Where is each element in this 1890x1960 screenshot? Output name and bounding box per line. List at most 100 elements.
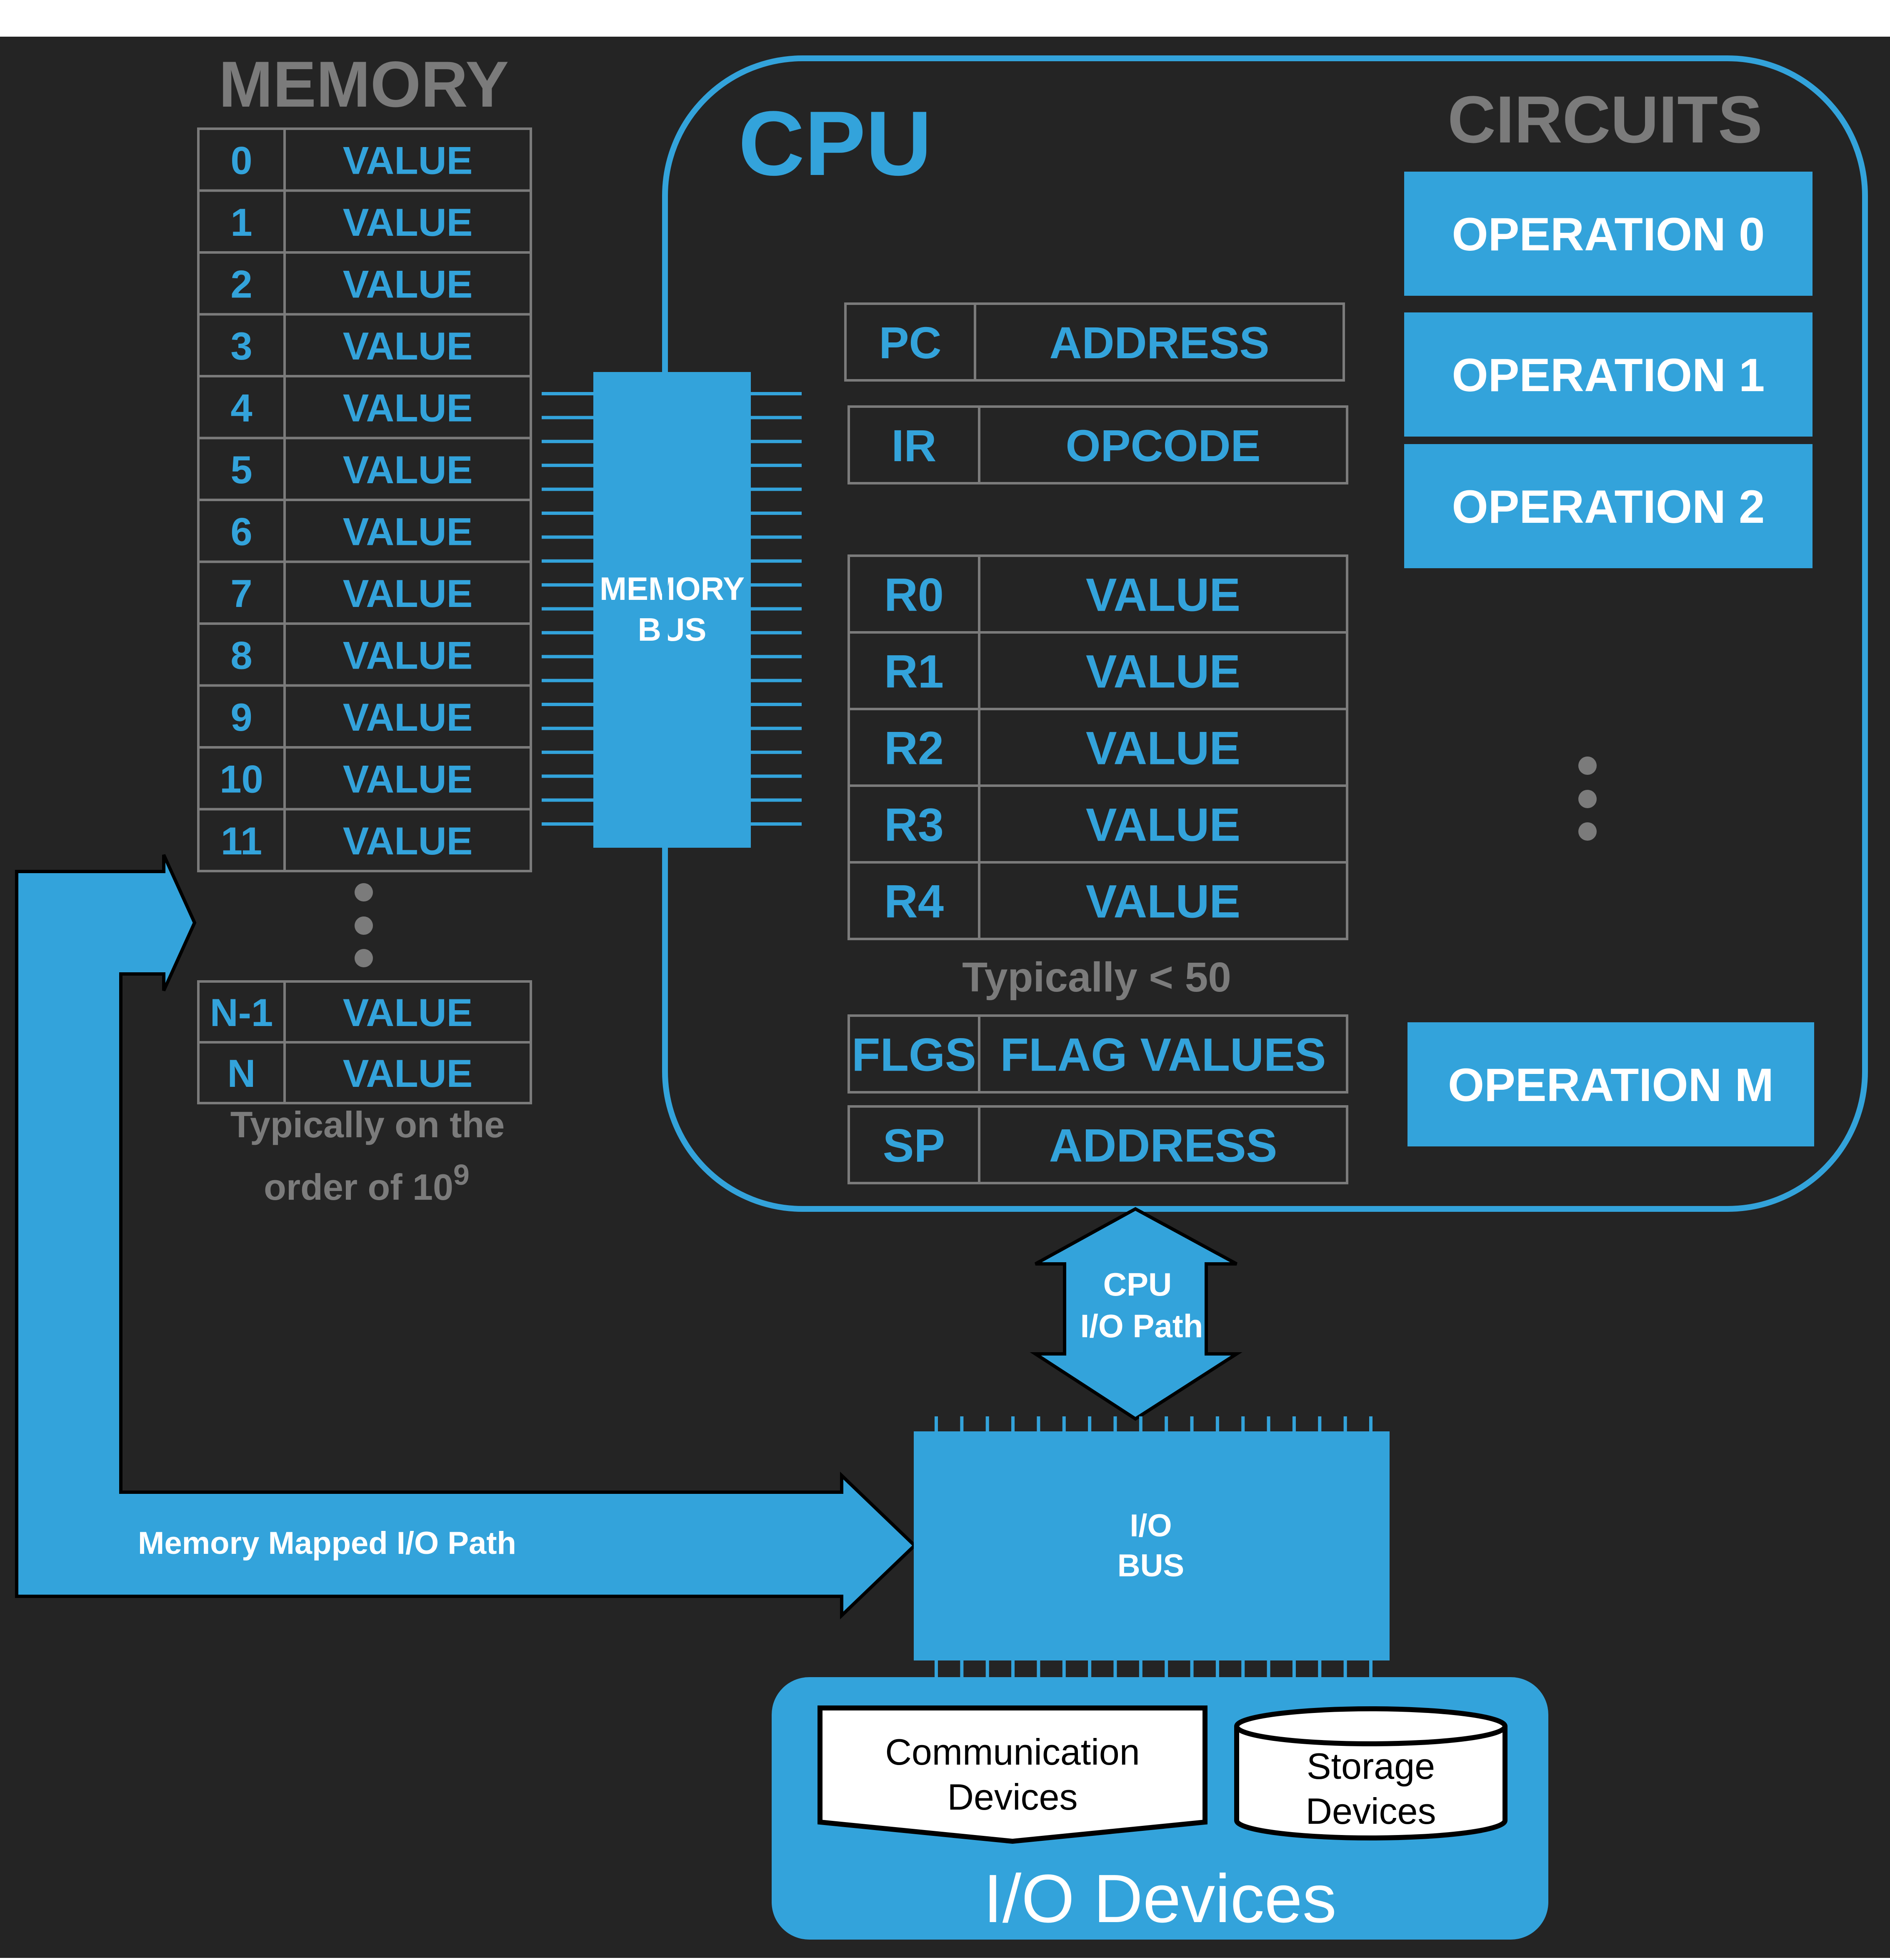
memory-address: 0 (230, 138, 252, 182)
storage-devices-label-line2: Devices (1306, 1790, 1436, 1832)
memory-address: 1 (230, 200, 252, 244)
ellipsis-dot (1578, 822, 1597, 841)
register-value: VALUE (1086, 799, 1240, 851)
register-value: OPCODE (1065, 420, 1260, 471)
register-name: R0 (884, 569, 944, 621)
memory-note-line2: order of 109 (264, 1159, 470, 1208)
circuits-title: CIRCUITS (1448, 82, 1762, 157)
io-bus (914, 1431, 1390, 1660)
cpu-title: CPU (738, 92, 932, 195)
io-bus-pins (935, 1416, 1372, 1677)
ellipsis-dot (355, 883, 373, 901)
io-bus-label-line2: BUS (1118, 1548, 1184, 1583)
register-name: R3 (884, 799, 944, 851)
memory-value: VALUE (343, 633, 473, 677)
operation-box: OPERATION 0 (1404, 172, 1812, 296)
register-name: R1 (884, 645, 944, 697)
register-name: SP (883, 1119, 945, 1171)
memory-address: 5 (230, 448, 252, 492)
circuits-operations: OPERATION 0 OPERATION 1 OPERATION 2 OPERATI… (1404, 172, 1814, 1146)
operation-label: OPERATION M (1448, 1059, 1774, 1111)
operation-label: OPERATION 2 (1452, 481, 1765, 533)
memory-ellipsis (355, 883, 373, 967)
memory-note-exponent: 9 (453, 1159, 470, 1191)
communication-devices-label-line1: Communication (885, 1731, 1140, 1773)
ellipsis-dot (1578, 790, 1597, 808)
memory-value: VALUE (343, 138, 473, 182)
register-value: FLAG VALUES (1000, 1029, 1326, 1081)
memory-value: VALUE (343, 324, 473, 368)
memory-mapped-io-path-label: Memory Mapped I/O Path (138, 1526, 516, 1561)
special-register: PC ADDRESS (844, 302, 1345, 382)
operation-label: OPERATION 1 (1452, 349, 1765, 401)
memory-address: 2 (230, 262, 252, 306)
cpu-io-path-label-line2: I/O Path (1080, 1308, 1203, 1344)
operation-label: OPERATION 0 (1452, 208, 1765, 260)
memory-value: VALUE (343, 1051, 473, 1095)
cpu-io-path-arrow (1030, 1207, 1242, 1421)
memory-row: N VALUE (197, 1041, 532, 1104)
storage-cylinder-top (1234, 1706, 1508, 1746)
memory-title: MEMORY (219, 48, 509, 121)
register-value-cell (974, 302, 1345, 382)
registers-note: Typically < 50 (962, 954, 1231, 1001)
io-bus-label-line1: I/O (1130, 1508, 1172, 1543)
register-name: R4 (884, 875, 944, 927)
memory-row: 8 VALUE (197, 622, 532, 687)
communication-devices-label-line2: Devices (948, 1776, 1078, 1818)
memory-address: N (228, 1051, 256, 1095)
operation-box-bg (1404, 172, 1812, 296)
memory-value-cell (283, 808, 532, 872)
general-register: R4 VALUE (848, 861, 1348, 940)
memory-address: 9 (230, 695, 252, 739)
ellipsis-dot (1578, 757, 1597, 775)
memory-bus (593, 372, 751, 848)
circuits-ellipsis (1578, 757, 1597, 841)
register-value-cell (978, 1105, 1348, 1184)
memory-value: VALUE (343, 819, 473, 863)
register-value-cell (978, 1014, 1348, 1094)
ellipsis-dot (355, 949, 373, 967)
storage-cylinder-body (1234, 1726, 1508, 1840)
register-value-cell (978, 405, 1348, 484)
memory-note-base: order of 10 (264, 1166, 453, 1208)
memory-value: VALUE (343, 386, 473, 429)
operation-box-last: OPERATION M (1408, 1022, 1814, 1146)
register-value-cell (978, 861, 1348, 940)
general-register: R1 VALUE (848, 631, 1348, 710)
cpu-io-path-label-line1: CPU (1103, 1266, 1172, 1303)
ellipsis-dot (355, 916, 373, 935)
register-value: ADDRESS (1049, 317, 1269, 368)
memory-value: VALUE (343, 262, 473, 306)
operation-box: OPERATION 1 (1404, 312, 1812, 437)
memory-address: N-1 (210, 991, 273, 1034)
memory-address: 6 (230, 509, 252, 553)
memory-note-line1: Typically on the (230, 1104, 505, 1145)
memory-value: VALUE (343, 572, 473, 615)
operation-box-bg (1404, 444, 1812, 568)
register-value: VALUE (1086, 875, 1240, 927)
memory-value: VALUE (343, 695, 473, 739)
storage-devices-shape (1234, 1706, 1508, 1840)
register-value: VALUE (1086, 645, 1240, 697)
operation-box: OPERATION 2 (1404, 444, 1812, 568)
memory-address: 8 (230, 633, 252, 677)
memory-bus-label-line2: BUS (638, 611, 707, 648)
operation-box-bg (1404, 312, 1812, 437)
register-value: ADDRESS (1049, 1119, 1278, 1171)
memory-address: 3 (230, 324, 252, 368)
operation-box-bg (1408, 1022, 1814, 1146)
memory-value-cell (283, 1041, 532, 1104)
storage-devices-label-line1: Storage (1307, 1745, 1435, 1787)
register-name: PC (879, 317, 941, 368)
